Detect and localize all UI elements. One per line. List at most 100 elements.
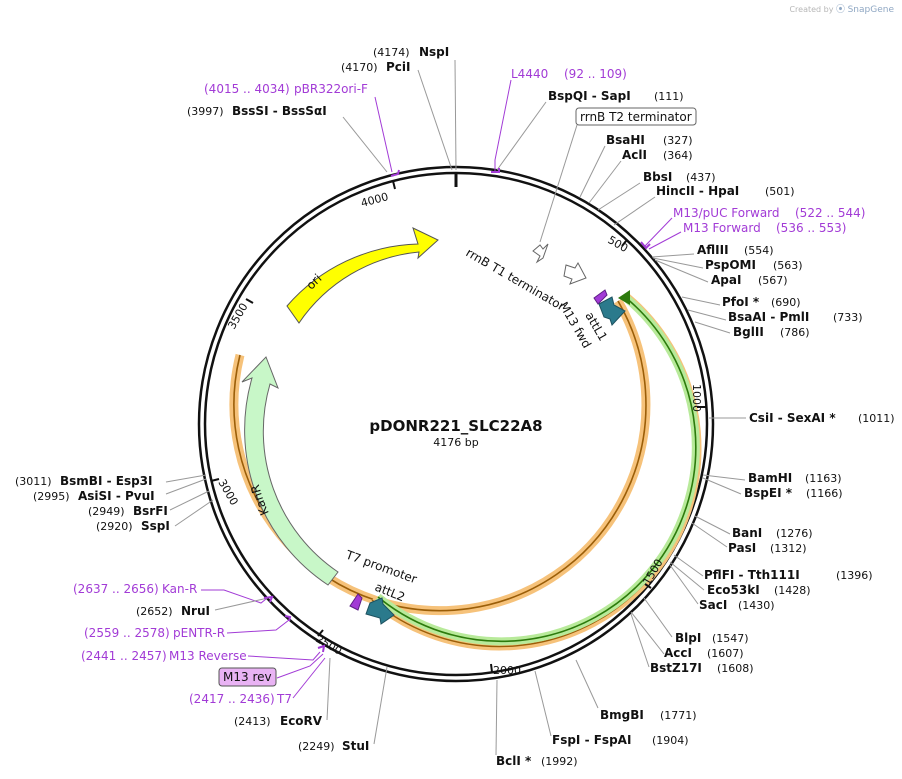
site-pos-nrui: (2652) bbox=[136, 605, 173, 618]
site-pos-fspi: (1904) bbox=[652, 734, 689, 747]
site-name-nspi: NspI bbox=[419, 45, 449, 59]
kanr-feature: KanR bbox=[241, 356, 339, 586]
leader-hincii bbox=[613, 196, 656, 226]
leader-pentr bbox=[226, 619, 290, 634]
m13-rev-box-label: M13 rev bbox=[223, 670, 272, 684]
leader-bspei bbox=[702, 477, 742, 495]
tick-label-1500: 1500 bbox=[640, 557, 665, 588]
watermark-created-by: Created by bbox=[789, 5, 834, 14]
site-name-bsrfi: BsrFI bbox=[133, 504, 168, 518]
primer-range-t7: (2417 .. 2436) bbox=[189, 692, 275, 706]
site-pos-pspomi: (563) bbox=[773, 259, 803, 272]
site-name-blpi: BlpI bbox=[675, 631, 701, 645]
rrnb-t2-box-frame bbox=[575, 107, 697, 126]
site-name-bsaai: BsaAI - PmlI bbox=[728, 310, 809, 324]
leader-bglii bbox=[694, 321, 731, 334]
site-pos-bamhi: (1163) bbox=[805, 472, 842, 485]
site-name-pflfi: PflFI - Tth111I bbox=[704, 568, 800, 582]
site-pos-blpi: (1547) bbox=[712, 632, 749, 645]
feature-bands bbox=[229, 290, 702, 651]
leader-kanr-primer bbox=[201, 589, 267, 604]
site-name-pasi: PasI bbox=[728, 541, 756, 555]
orange-band-outer-line bbox=[233, 300, 647, 612]
site-pos-ecorv: (2413) bbox=[234, 715, 271, 728]
leader-bsahi bbox=[579, 145, 606, 198]
leader-bspqi bbox=[496, 101, 547, 171]
site-pos-bsahi: (327) bbox=[663, 134, 693, 147]
leader-nspi bbox=[454, 59, 457, 171]
primer-marker-l4440 bbox=[491, 168, 500, 173]
site-name-csii: CsiI - SexAI * bbox=[749, 411, 836, 425]
leader-bbsi bbox=[597, 182, 641, 211]
site-pos-bspqi: (111) bbox=[654, 90, 684, 103]
leader-acli bbox=[588, 160, 622, 204]
site-name-bcli: BclI * bbox=[496, 754, 532, 768]
tick-mark-2000 bbox=[490, 663, 493, 673]
tick-label-4000: 4000 bbox=[359, 190, 389, 210]
leader-pasi bbox=[691, 522, 728, 548]
leader-stui bbox=[373, 666, 388, 745]
primer-range-l4440: (92 .. 109) bbox=[564, 67, 627, 81]
site-name-sspi: SspI bbox=[141, 519, 170, 533]
primer-range-m13rev: (2441 .. 2457) bbox=[81, 649, 167, 663]
tick-mark-1500 bbox=[644, 583, 652, 589]
leader-bsmbi bbox=[165, 474, 207, 483]
site-name-acli: AclI bbox=[622, 148, 647, 162]
left-site-labels: (3011) BsmBI - Esp3I (2995) AsiSI - PvuI… bbox=[15, 474, 369, 753]
primer-marker-pentr bbox=[284, 615, 292, 622]
primer-name-m13puc: M13/pUC Forward bbox=[673, 206, 780, 220]
leader-bani bbox=[694, 515, 731, 535]
site-pos-pflfi: (1396) bbox=[836, 569, 873, 582]
leader-pflfi bbox=[673, 554, 704, 577]
site-pos-csii: (1011) bbox=[858, 412, 895, 425]
leader-m13fwd bbox=[648, 231, 682, 250]
site-name-stui: StuI bbox=[342, 739, 369, 753]
leader-sspi bbox=[174, 499, 214, 527]
primer-name-l4440: L4440 bbox=[511, 67, 548, 81]
site-pos-sspi: (2920) bbox=[96, 520, 133, 533]
leader-pbr322ori bbox=[374, 96, 393, 173]
leader-bcli bbox=[495, 679, 498, 756]
site-pos-bsaai: (733) bbox=[833, 311, 863, 324]
insert-band-line bbox=[377, 296, 697, 643]
site-pos-afliii: (554) bbox=[744, 244, 774, 257]
insert-arrowhead bbox=[618, 290, 630, 305]
inner-features bbox=[349, 243, 626, 625]
leader-bsrfi bbox=[169, 490, 210, 511]
tick-label-1000: 1000 bbox=[690, 384, 703, 412]
kanr-arrow bbox=[241, 356, 339, 586]
site-pos-eco53ki: (1428) bbox=[774, 584, 811, 597]
site-pos-saci: (1430) bbox=[738, 599, 775, 612]
site-name-apai: ApaI bbox=[711, 273, 741, 287]
primer-range-m13puc: (522 .. 544) bbox=[795, 206, 865, 220]
rrnb-t1-arrow bbox=[563, 261, 587, 285]
tick-mark-500 bbox=[621, 240, 627, 247]
site-name-bbsi: BbsI bbox=[643, 170, 672, 184]
snapgene-watermark: Created by ⦿ SnapGene bbox=[789, 2, 894, 15]
primer-name-m13fwd: M13 Forward bbox=[683, 221, 761, 235]
site-name-eco53ki: Eco53kI bbox=[707, 583, 760, 597]
site-pos-bsmbi: (3011) bbox=[15, 475, 52, 488]
leader-asisi bbox=[165, 478, 207, 495]
tick-mark-3000 bbox=[210, 478, 220, 482]
site-pos-apai: (567) bbox=[758, 274, 788, 287]
primer-marker-pbr322ori bbox=[390, 169, 400, 177]
primer-name-pentr: pENTR-R bbox=[173, 626, 225, 640]
rrnb-t2-leader bbox=[539, 124, 578, 243]
site-pos-bspei: (1166) bbox=[806, 487, 843, 500]
leader-bsaai bbox=[687, 309, 727, 321]
primer-name-pbr322ori: pBR322ori-F bbox=[294, 82, 368, 96]
primer-markers bbox=[263, 168, 651, 653]
primer-marker-m13puc bbox=[640, 241, 651, 250]
ori-feature: ori bbox=[286, 227, 439, 324]
site-pos-nspi: (4174) bbox=[373, 46, 410, 59]
leader-nrui bbox=[214, 597, 269, 611]
rrnb-t2-arrow bbox=[532, 243, 549, 264]
leader-blpi bbox=[643, 597, 673, 638]
primer-name-m13rev: M13 Reverse bbox=[169, 649, 247, 663]
t7-promoter-arrow bbox=[349, 593, 363, 611]
site-pos-bglii: (786) bbox=[780, 326, 810, 339]
leader-pfoi bbox=[681, 296, 721, 306]
site-name-nrui: NruI bbox=[181, 604, 210, 618]
